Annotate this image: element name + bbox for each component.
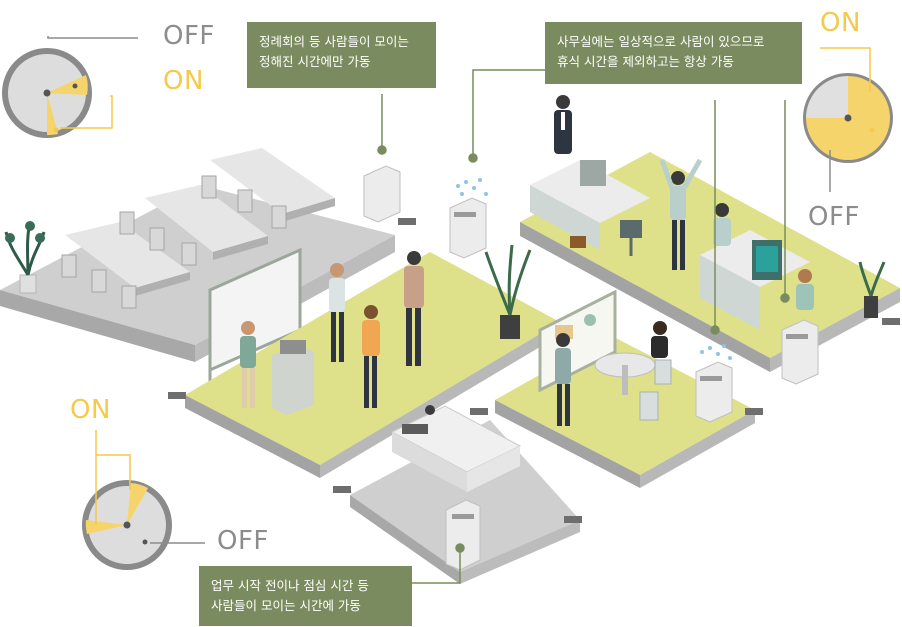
callout-office: 사무실에는 일상적으로 사람이 있으므로 휴식 시간을 제외하고는 항상 가동 [545, 22, 802, 84]
air-purifier-pantry [445, 499, 481, 571]
office-desk-cluster [530, 160, 810, 330]
callout-line: 사무실에는 일상적으로 사람이 있으므로 [557, 34, 765, 49]
meeting-area [168, 244, 560, 478]
bag-icon [570, 236, 586, 248]
seminar-room [0, 148, 395, 392]
seminar-desk-row-2 [145, 185, 268, 260]
callout-meeting-room: 정례회의 등 사람들이 모이는 정해진 시간에만 가동 [247, 22, 436, 88]
lounge-area [470, 289, 763, 488]
person-standing-1 [329, 263, 345, 362]
clock-bottom-left-off-label: OFF [217, 526, 269, 556]
person-manager [554, 95, 572, 154]
airflow-icon [456, 178, 488, 196]
callout-line: 정례회의 등 사람들이 모이는 [259, 34, 409, 49]
clock-top-left [0, 36, 138, 140]
podium [272, 340, 314, 415]
seminar-desk-row-1 [65, 222, 190, 296]
person-standing-lounge [555, 333, 571, 426]
clock-top-left-on-label: ON [163, 66, 204, 96]
callout-line: 업무 시작 전이나 점심 시간 등 [211, 578, 369, 593]
callout-line: 휴식 시간을 제외하고는 항상 가동 [557, 54, 734, 69]
airflow-icon [700, 344, 732, 360]
clock-bottom-left-on-label: ON [70, 395, 111, 425]
person-working-1 [713, 203, 731, 246]
person-standing-3 [404, 251, 424, 366]
round-table [594, 352, 656, 395]
person-presenter [240, 321, 256, 408]
person-seated-lounge [651, 321, 668, 358]
air-purifier-lounge [695, 344, 733, 423]
kitchen-counter [390, 405, 522, 492]
connector-lines [377, 69, 790, 584]
office-chair [620, 220, 642, 256]
plant-icon [4, 221, 46, 294]
air-purifier-meeting [363, 165, 416, 225]
office-area [520, 95, 900, 372]
seminar-chairs [61, 175, 287, 309]
person-standing-2 [362, 305, 380, 408]
clock-top-right [803, 47, 893, 192]
plant-icon [484, 244, 532, 339]
person-stretching [659, 158, 703, 270]
clock-top-right-off-label: OFF [808, 202, 860, 232]
callout-line: 정해진 시간에만 가동 [259, 54, 371, 69]
air-purifier-office [449, 178, 488, 259]
person-working-2 [796, 269, 814, 310]
clock-top-right-on-label: ON [820, 8, 861, 38]
seminar-desk-row-3 [210, 148, 335, 222]
plant-icon [858, 261, 886, 318]
lounge-chair [639, 359, 672, 421]
clock-bottom-left [82, 430, 205, 570]
clock-top-left-off-label: OFF [163, 21, 215, 51]
air-purifier-office-right [781, 319, 819, 385]
pantry-area [333, 405, 582, 584]
callout-pantry: 업무 시작 전이나 점심 시간 등 사람들이 모이는 시간에 가동 [199, 566, 412, 626]
callout-line: 사람들이 모이는 시간에 가동 [211, 598, 361, 613]
